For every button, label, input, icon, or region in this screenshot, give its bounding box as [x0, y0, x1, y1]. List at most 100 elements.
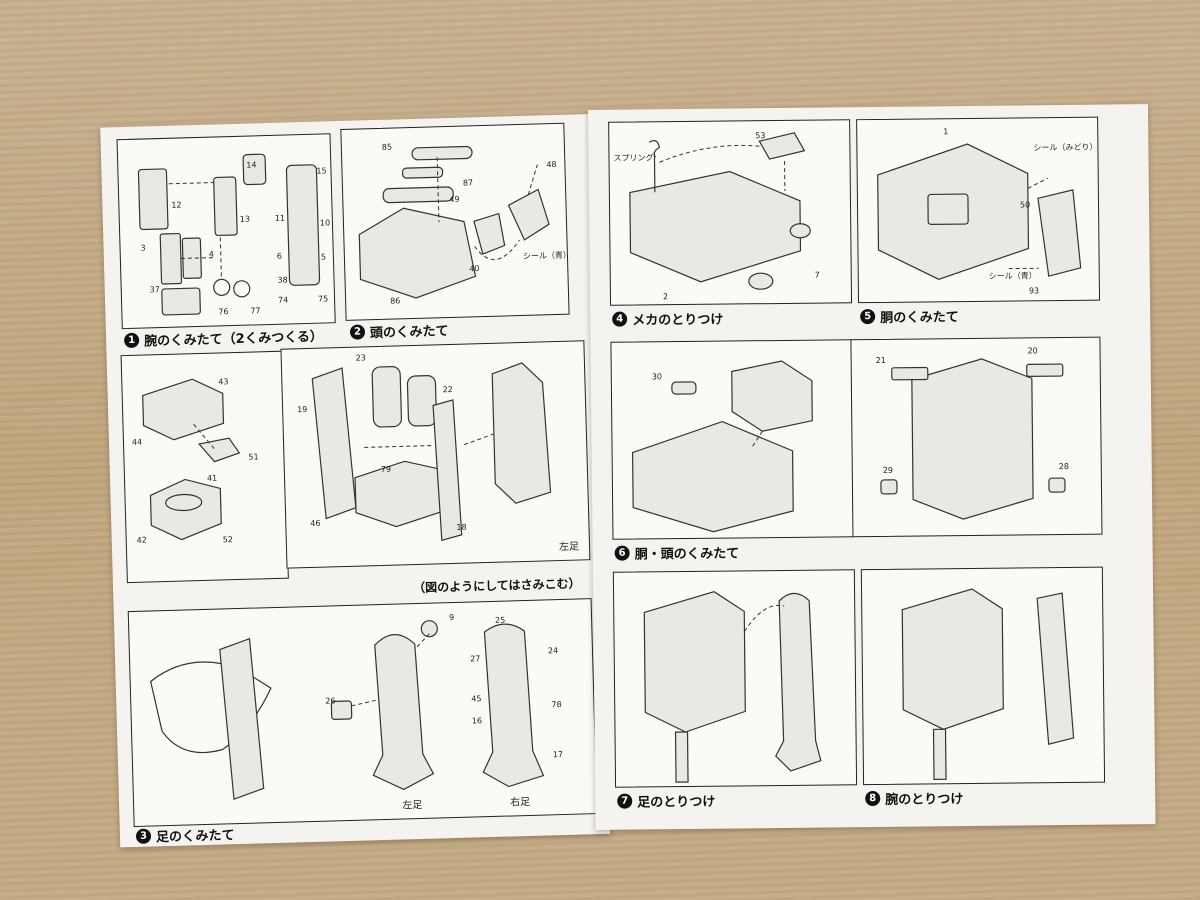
- panel-step-8: [860, 566, 1106, 786]
- step-number: 8: [865, 790, 881, 807]
- part-number: 41: [206, 473, 218, 483]
- part-number: 37: [149, 285, 161, 295]
- left-page: 14 15 12 13 11 10 3 4 6 5 37 38 76 77 74…: [100, 114, 611, 848]
- step-label: メカのとりつけ: [632, 312, 724, 329]
- insert-note: （図のようにしてはさみこむ）: [412, 576, 581, 596]
- part-number: 40: [469, 264, 480, 274]
- part-number: 24: [547, 646, 559, 656]
- part-number: 52: [222, 535, 234, 545]
- right-page: スプリング 53 7 2 4 メカのとりつけ 1 シール（みどり） 50 シール…: [588, 104, 1156, 830]
- part-number: 78: [551, 700, 562, 710]
- part-number: 79: [380, 464, 392, 474]
- panel-step-6-body: 21 20 29 28: [850, 336, 1103, 538]
- part-number: 17: [552, 750, 564, 760]
- part-number: 42: [136, 535, 148, 545]
- left-foot-label: 左足: [402, 799, 423, 812]
- part-number: 7: [814, 270, 820, 280]
- part-number: 26: [325, 696, 336, 706]
- part-number: 76: [218, 307, 229, 317]
- part-number: 27: [470, 654, 481, 664]
- step-number: 5: [860, 309, 876, 325]
- part-number: 18: [456, 522, 467, 532]
- part-number: 11: [274, 213, 286, 223]
- step-label: 足のとりつけ: [637, 794, 716, 811]
- part-number: 20: [1027, 346, 1038, 356]
- panel-step-1: 14 15 12 13 11 10 3 4 6 5 37 38 76 77 74…: [116, 133, 336, 330]
- part-number: 77: [250, 306, 261, 316]
- step-label: 腕のくみたて（2くみつくる）: [143, 329, 324, 350]
- step-number: 2: [349, 324, 366, 340]
- seal-label: シール（青）: [522, 250, 572, 261]
- arm-attach-diagram: [901, 588, 1075, 781]
- part-number: 19: [297, 405, 308, 415]
- part-number: 85: [381, 142, 393, 152]
- part-number: 21: [875, 355, 886, 366]
- panel-step-4: スプリング 53 7 2: [608, 119, 853, 306]
- instruction-booklet: 14 15 12 13 11 10 3 4 6 5 37 38 76 77 74…: [100, 90, 1156, 848]
- step-label: 頭のくみたて: [369, 324, 449, 342]
- part-number: 50: [1019, 200, 1031, 210]
- part-number: 43: [218, 377, 229, 387]
- part-number: 4: [208, 249, 214, 259]
- part-number: 6: [276, 251, 283, 261]
- part-number: 30: [651, 372, 663, 382]
- seal-label: シール（青）: [988, 271, 1037, 281]
- leg-attach-diagram: [643, 591, 822, 783]
- panel-step-3-insert: 23 22 19 79 46 18 左足: [280, 340, 591, 569]
- part-number: 53: [755, 131, 766, 141]
- part-number: 10: [319, 218, 331, 228]
- left-foot-label: 左足: [558, 541, 580, 554]
- caption-step-8: 8 腕のとりつけ: [865, 788, 963, 808]
- part-number: 51: [248, 452, 259, 462]
- panel-step-5: 1 シール（みどり） 50 シール（青） 93: [856, 116, 1101, 304]
- foot-parts-diagram: [142, 378, 241, 541]
- part-number: 45: [471, 694, 482, 704]
- step-number: 3: [135, 828, 152, 844]
- part-number: 28: [1058, 461, 1069, 472]
- part-number: 12: [171, 200, 182, 210]
- caption-step-7: 7 足のとりつけ: [617, 791, 715, 811]
- part-number: 48: [546, 159, 557, 170]
- part-number: 16: [471, 716, 483, 726]
- torso-body-diagram: [880, 358, 1066, 520]
- step-label: 胴のくみたて: [880, 310, 959, 326]
- torso-head-diagram: [631, 360, 813, 533]
- foot-insert-diagram: [311, 362, 552, 542]
- part-number: 2: [662, 292, 669, 302]
- part-number: 25: [494, 615, 506, 625]
- part-number: 14: [246, 160, 257, 170]
- part-number: 93: [1028, 286, 1040, 296]
- spring-label: スプリング: [613, 153, 654, 163]
- caption-step-6: 6 胴・頭のくみたて: [614, 542, 740, 563]
- part-number: 23: [355, 353, 367, 363]
- caption-step-4: 4 メカのとりつけ: [612, 309, 723, 329]
- part-number: 38: [277, 275, 288, 285]
- caption-step-1: 1 腕のくみたて（2くみつくる）: [123, 326, 324, 351]
- step-label: 胴・頭のくみたて: [634, 546, 740, 563]
- part-number: 15: [316, 166, 327, 176]
- part-number: 87: [462, 178, 474, 188]
- caption-step-3: 3 足のくみたて: [135, 824, 235, 846]
- part-number: 5: [320, 252, 327, 262]
- panel-step-3-main: 9 26 25 27 45 16 24 78 17 左足 右足: [127, 598, 598, 828]
- seal-label: シール（みどり）: [1033, 142, 1098, 153]
- part-number: 9: [448, 612, 455, 623]
- panel-step-6-head: 30: [610, 339, 855, 540]
- panel-step-2: 85 87 49 48 40 86 シール（青）: [340, 122, 572, 321]
- part-number: 13: [239, 214, 251, 224]
- part-number: 44: [131, 437, 143, 447]
- torso-assembly-diagram: [877, 143, 1082, 280]
- part-number: 75: [317, 294, 329, 304]
- part-number: 3: [140, 243, 146, 253]
- foot-assembly-diagram: [150, 620, 545, 801]
- step-number: 6: [614, 545, 630, 561]
- head-assembly-diagram: [358, 145, 550, 299]
- part-number: 46: [310, 518, 321, 528]
- part-number: 29: [882, 465, 894, 475]
- caption-step-2: 2 頭のくみたて: [349, 320, 449, 342]
- step-label: 腕のとりつけ: [885, 792, 964, 808]
- step-label: 足のくみたて: [155, 828, 235, 846]
- part-number: 86: [390, 296, 401, 306]
- arm-assembly-diagram: [137, 153, 321, 316]
- part-number: 49: [449, 194, 460, 204]
